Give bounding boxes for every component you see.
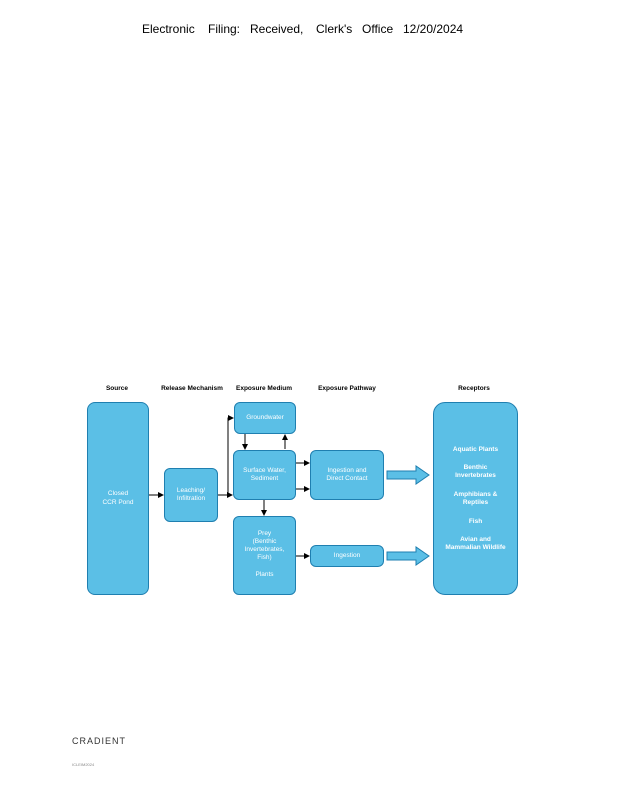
- node-groundwater: Groundwater: [234, 402, 296, 434]
- column-heading-receptors: Receptors: [458, 385, 490, 392]
- node-label-ingestion: Ingestion: [333, 551, 361, 559]
- column-heading-source: Source: [105, 385, 129, 392]
- arrow-leaching-to-groundwater: [218, 415, 234, 496]
- node-label-source: Closed CCR Pond: [102, 490, 134, 506]
- node-label-leaching: Leaching/ Infiltration: [176, 486, 206, 502]
- node-surface-water-sediment: Surface Water, Sediment: [233, 450, 296, 500]
- stamp-word-office: Office: [362, 22, 394, 36]
- column-heading-release: Release Mechanism: [161, 385, 223, 392]
- stamp-word-filing: Filing:: [208, 22, 241, 36]
- company-logo: CRADIENT: [72, 736, 127, 746]
- stamp-date: 12/20/2024: [403, 22, 464, 36]
- stamp-word-received: Received,: [250, 22, 304, 36]
- column-heading-pathway: Exposure Pathway: [318, 385, 376, 392]
- node-label-ingestion-contact: Ingestion and Direct Contact: [326, 466, 368, 482]
- filing-stamp: Electronic Filing: Received, Clerk's Off…: [0, 22, 618, 36]
- receptor-avian-mammalian-wildlife: Avian and Mammalian Wildlife: [445, 536, 506, 552]
- node-label-prey: Prey (Benthic Invertebrates, Fish): [244, 530, 285, 562]
- footer-code: ICLEIM2024: [72, 762, 95, 767]
- node-closed-ccr-pond: Closed CCR Pond: [87, 402, 149, 595]
- block-arrow-ingestion-to-receptors: [386, 546, 430, 566]
- stamp-word-clerks: Clerk's: [316, 22, 353, 36]
- receptor-benthic-invertebrates: Benthic Invertebrates: [455, 464, 496, 480]
- node-ingestion-direct-contact: Ingestion and Direct Contact: [310, 450, 384, 500]
- node-prey-plants: Prey (Benthic Invertebrates, Fish) Plant…: [233, 516, 296, 595]
- receptor-fish: Fish: [468, 518, 483, 525]
- receptor-aquatic-plants: Aquatic Plants: [452, 446, 499, 453]
- node-label-surface: Surface Water, Sediment: [243, 466, 286, 482]
- block-arrow-contact-to-receptors: [386, 465, 430, 485]
- receptor-amphibians-reptiles: Amphibians & Reptiles: [453, 491, 498, 507]
- node-ingestion: Ingestion: [310, 545, 384, 567]
- node-label-groundwater: Groundwater: [246, 413, 284, 421]
- node-leaching-infiltration: Leaching/ Infiltration: [164, 468, 218, 522]
- column-heading-medium: Exposure Medium: [236, 385, 292, 392]
- node-label-plants: Plants: [255, 570, 274, 578]
- node-receptors: Aquatic Plants Benthic Invertebrates Amp…: [433, 402, 518, 595]
- stamp-word-electronic: Electronic: [142, 22, 195, 36]
